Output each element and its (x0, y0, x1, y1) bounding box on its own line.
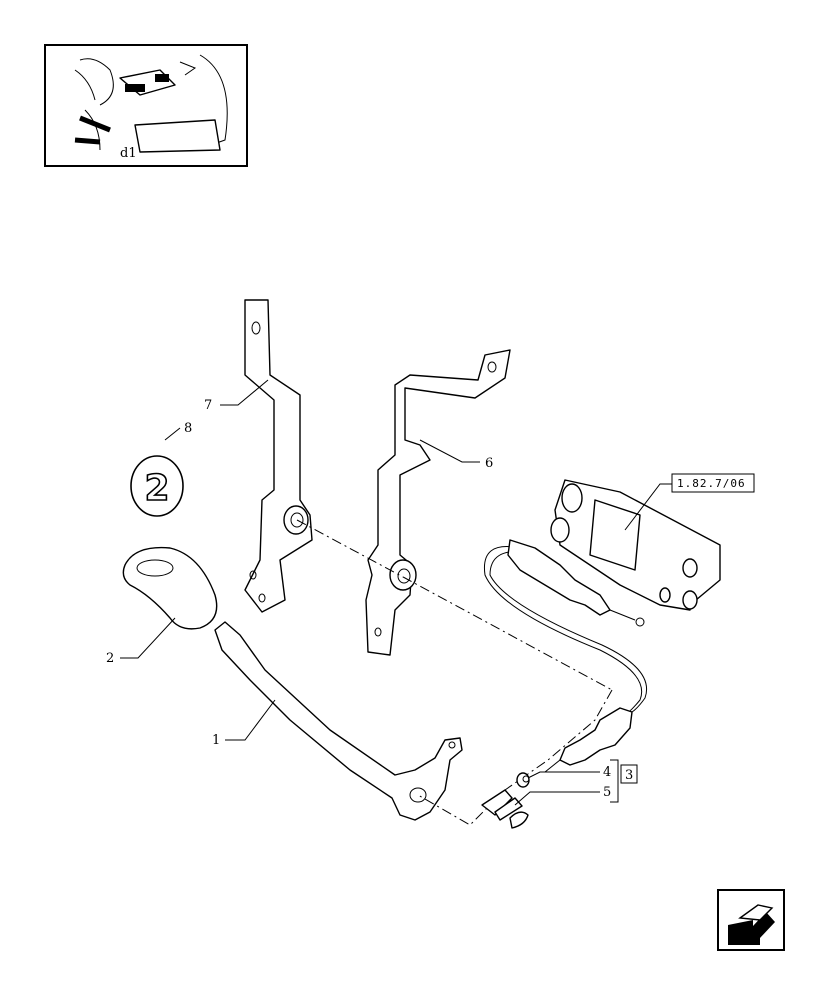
reference-link[interactable]: 1.82.7/06 (671, 473, 755, 493)
callout-3: 3 (625, 768, 633, 783)
leader-1 (225, 699, 276, 741)
leader-2 (120, 617, 176, 659)
bracket-3 (610, 759, 619, 803)
callout-4: 4 (603, 765, 611, 780)
leader-7 (220, 379, 269, 406)
leader-ref (624, 483, 672, 531)
callout-6: 6 (485, 456, 493, 471)
callout-2: 2 (106, 651, 114, 666)
callout-8: 8 (184, 421, 192, 436)
leader-8 (164, 427, 181, 441)
part-7-bracket (244, 299, 313, 613)
reference-text: 1.82.7/06 (677, 477, 746, 490)
part-2-knob (122, 546, 218, 630)
leader-4 (527, 771, 600, 779)
kit-badge-number: 2 (144, 468, 169, 509)
valve-assembly (550, 479, 721, 611)
part-5-clevis (481, 789, 529, 829)
thumbnail-label: d1 (120, 146, 137, 161)
kit-badge: 2 (130, 455, 184, 517)
cable-assembly (483, 539, 647, 773)
leader-5 (514, 791, 600, 806)
part-4-nut (516, 772, 530, 788)
part-1-lever (214, 621, 463, 821)
locator-thumbnail[interactable]: d1 (44, 44, 248, 167)
callout-3-box (620, 764, 638, 784)
callout-1: 1 (212, 733, 220, 748)
part-6-bracket (365, 349, 511, 656)
callout-5: 5 (603, 785, 611, 800)
back-arrow-icon[interactable] (717, 889, 785, 951)
callout-7: 7 (204, 398, 212, 413)
alignment-line-upper (296, 519, 613, 691)
leader-6 (419, 439, 480, 463)
